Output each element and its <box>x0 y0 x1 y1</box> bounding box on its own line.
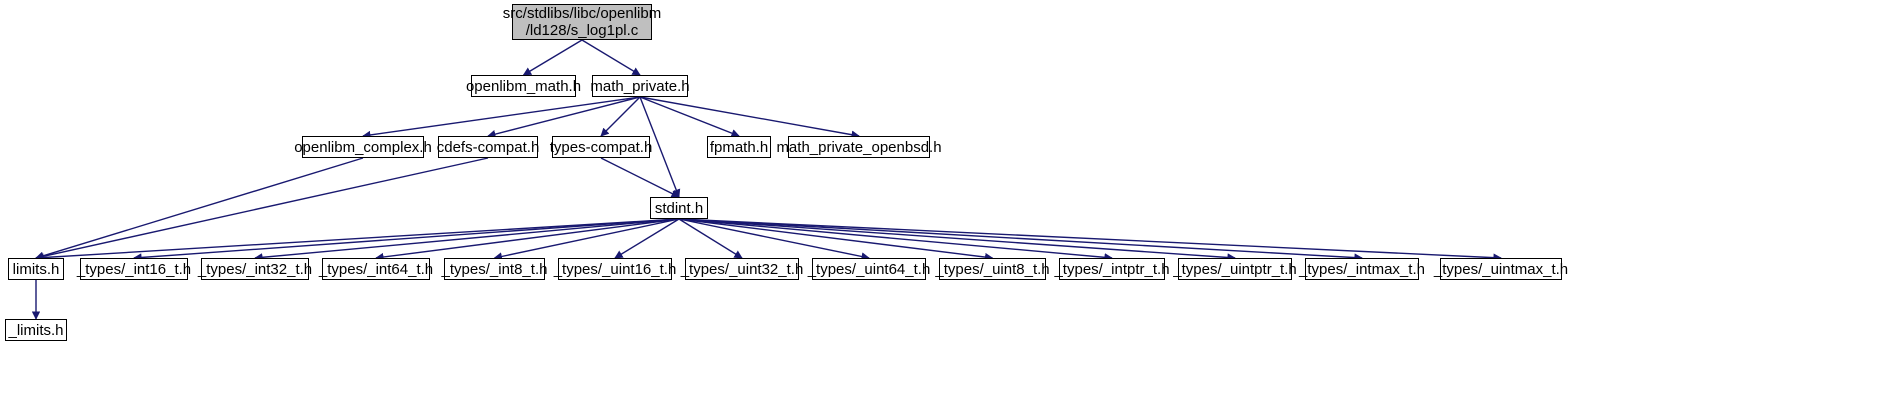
edge-stdint-to-int64 <box>375 218 680 262</box>
graph-node-math_private[interactable]: math_private.h <box>590 75 690 97</box>
graph-node-intmax[interactable]: _types/_intmax_t.h <box>1299 258 1425 280</box>
edge-stdint-to-intptr <box>678 218 1113 262</box>
graph-node-openlibm_complex[interactable]: openlibm_complex.h <box>294 136 432 158</box>
edge-types_compat-to-stdint <box>600 157 680 198</box>
edge-stdint-to-uint8 <box>678 218 994 262</box>
edge-stdint-to-int8 <box>493 218 680 261</box>
edge-math_private-to-mp_openbsd <box>639 96 860 139</box>
graph-node-types_compat[interactable]: types-compat.h <box>550 136 652 158</box>
edge-stdint-to-limits <box>35 218 680 262</box>
graph-node-root[interactable]: src/stdlibs/libc/openlibm /ld128/s_log1p… <box>502 4 662 40</box>
edge-math_private-to-cdefs_compat <box>487 96 641 139</box>
graph-node-uint32[interactable]: _types/_uint32_t.h <box>681 258 803 280</box>
edge-stdint-to-int32 <box>254 218 680 262</box>
edge-stdint-to-uintmax <box>678 218 1502 262</box>
edge-math_private-to-types_compat <box>600 96 641 137</box>
graph-node-openlibm_math[interactable]: openlibm_math.h <box>466 75 581 97</box>
graph-node-fpmath[interactable]: fpmath.h <box>707 136 771 158</box>
edge-stdint-to-uint32 <box>678 218 743 259</box>
graph-node-uint64[interactable]: _types/_uint64_t.h <box>808 258 930 280</box>
edge-root-to-math_private <box>581 39 641 76</box>
graph-node-int32[interactable]: _types/_int32_t.h <box>198 258 312 280</box>
graph-node-uintptr[interactable]: _types/_uintptr_t.h <box>1173 258 1297 280</box>
graph-node-int64[interactable]: _types/_int64_t.h <box>319 258 433 280</box>
edge-stdint-to-intmax <box>678 218 1363 262</box>
graph-node-stdint[interactable]: stdint.h <box>650 197 708 219</box>
edge-openlibm_complex-to-limits <box>35 157 364 260</box>
edge-root-to-openlibm_math <box>522 39 583 76</box>
graph-node-_limits[interactable]: _limits.h <box>5 319 67 341</box>
graph-node-uint8[interactable]: _types/_uint8_t.h <box>935 258 1050 280</box>
graph-node-int16[interactable]: _types/_int16_t.h <box>77 258 191 280</box>
edge-math_private-to-fpmath <box>639 96 740 138</box>
edge-cdefs_compat-to-limits <box>35 157 489 261</box>
graph-node-mp_openbsd[interactable]: math_private_openbsd.h <box>776 136 942 158</box>
edge-stdint-to-uintptr <box>678 218 1236 262</box>
edge-math_private-to-openlibm_complex <box>362 96 641 140</box>
graph-node-cdefs_compat[interactable]: cdefs-compat.h <box>437 136 539 158</box>
edge-stdint-to-uint64 <box>678 218 870 261</box>
edge-stdint-to-int16 <box>133 218 680 262</box>
edge-stdint-to-uint16 <box>614 218 680 259</box>
graph-node-intptr[interactable]: _types/_intptr_t.h <box>1054 258 1170 280</box>
graph-node-limits[interactable]: limits.h <box>8 258 64 280</box>
graph-node-uint16[interactable]: _types/_uint16_t.h <box>554 258 676 280</box>
graph-node-int8[interactable]: _types/_int8_t.h <box>442 258 547 280</box>
graph-node-uintmax[interactable]: _types/_uintmax_t.h <box>1434 258 1568 280</box>
